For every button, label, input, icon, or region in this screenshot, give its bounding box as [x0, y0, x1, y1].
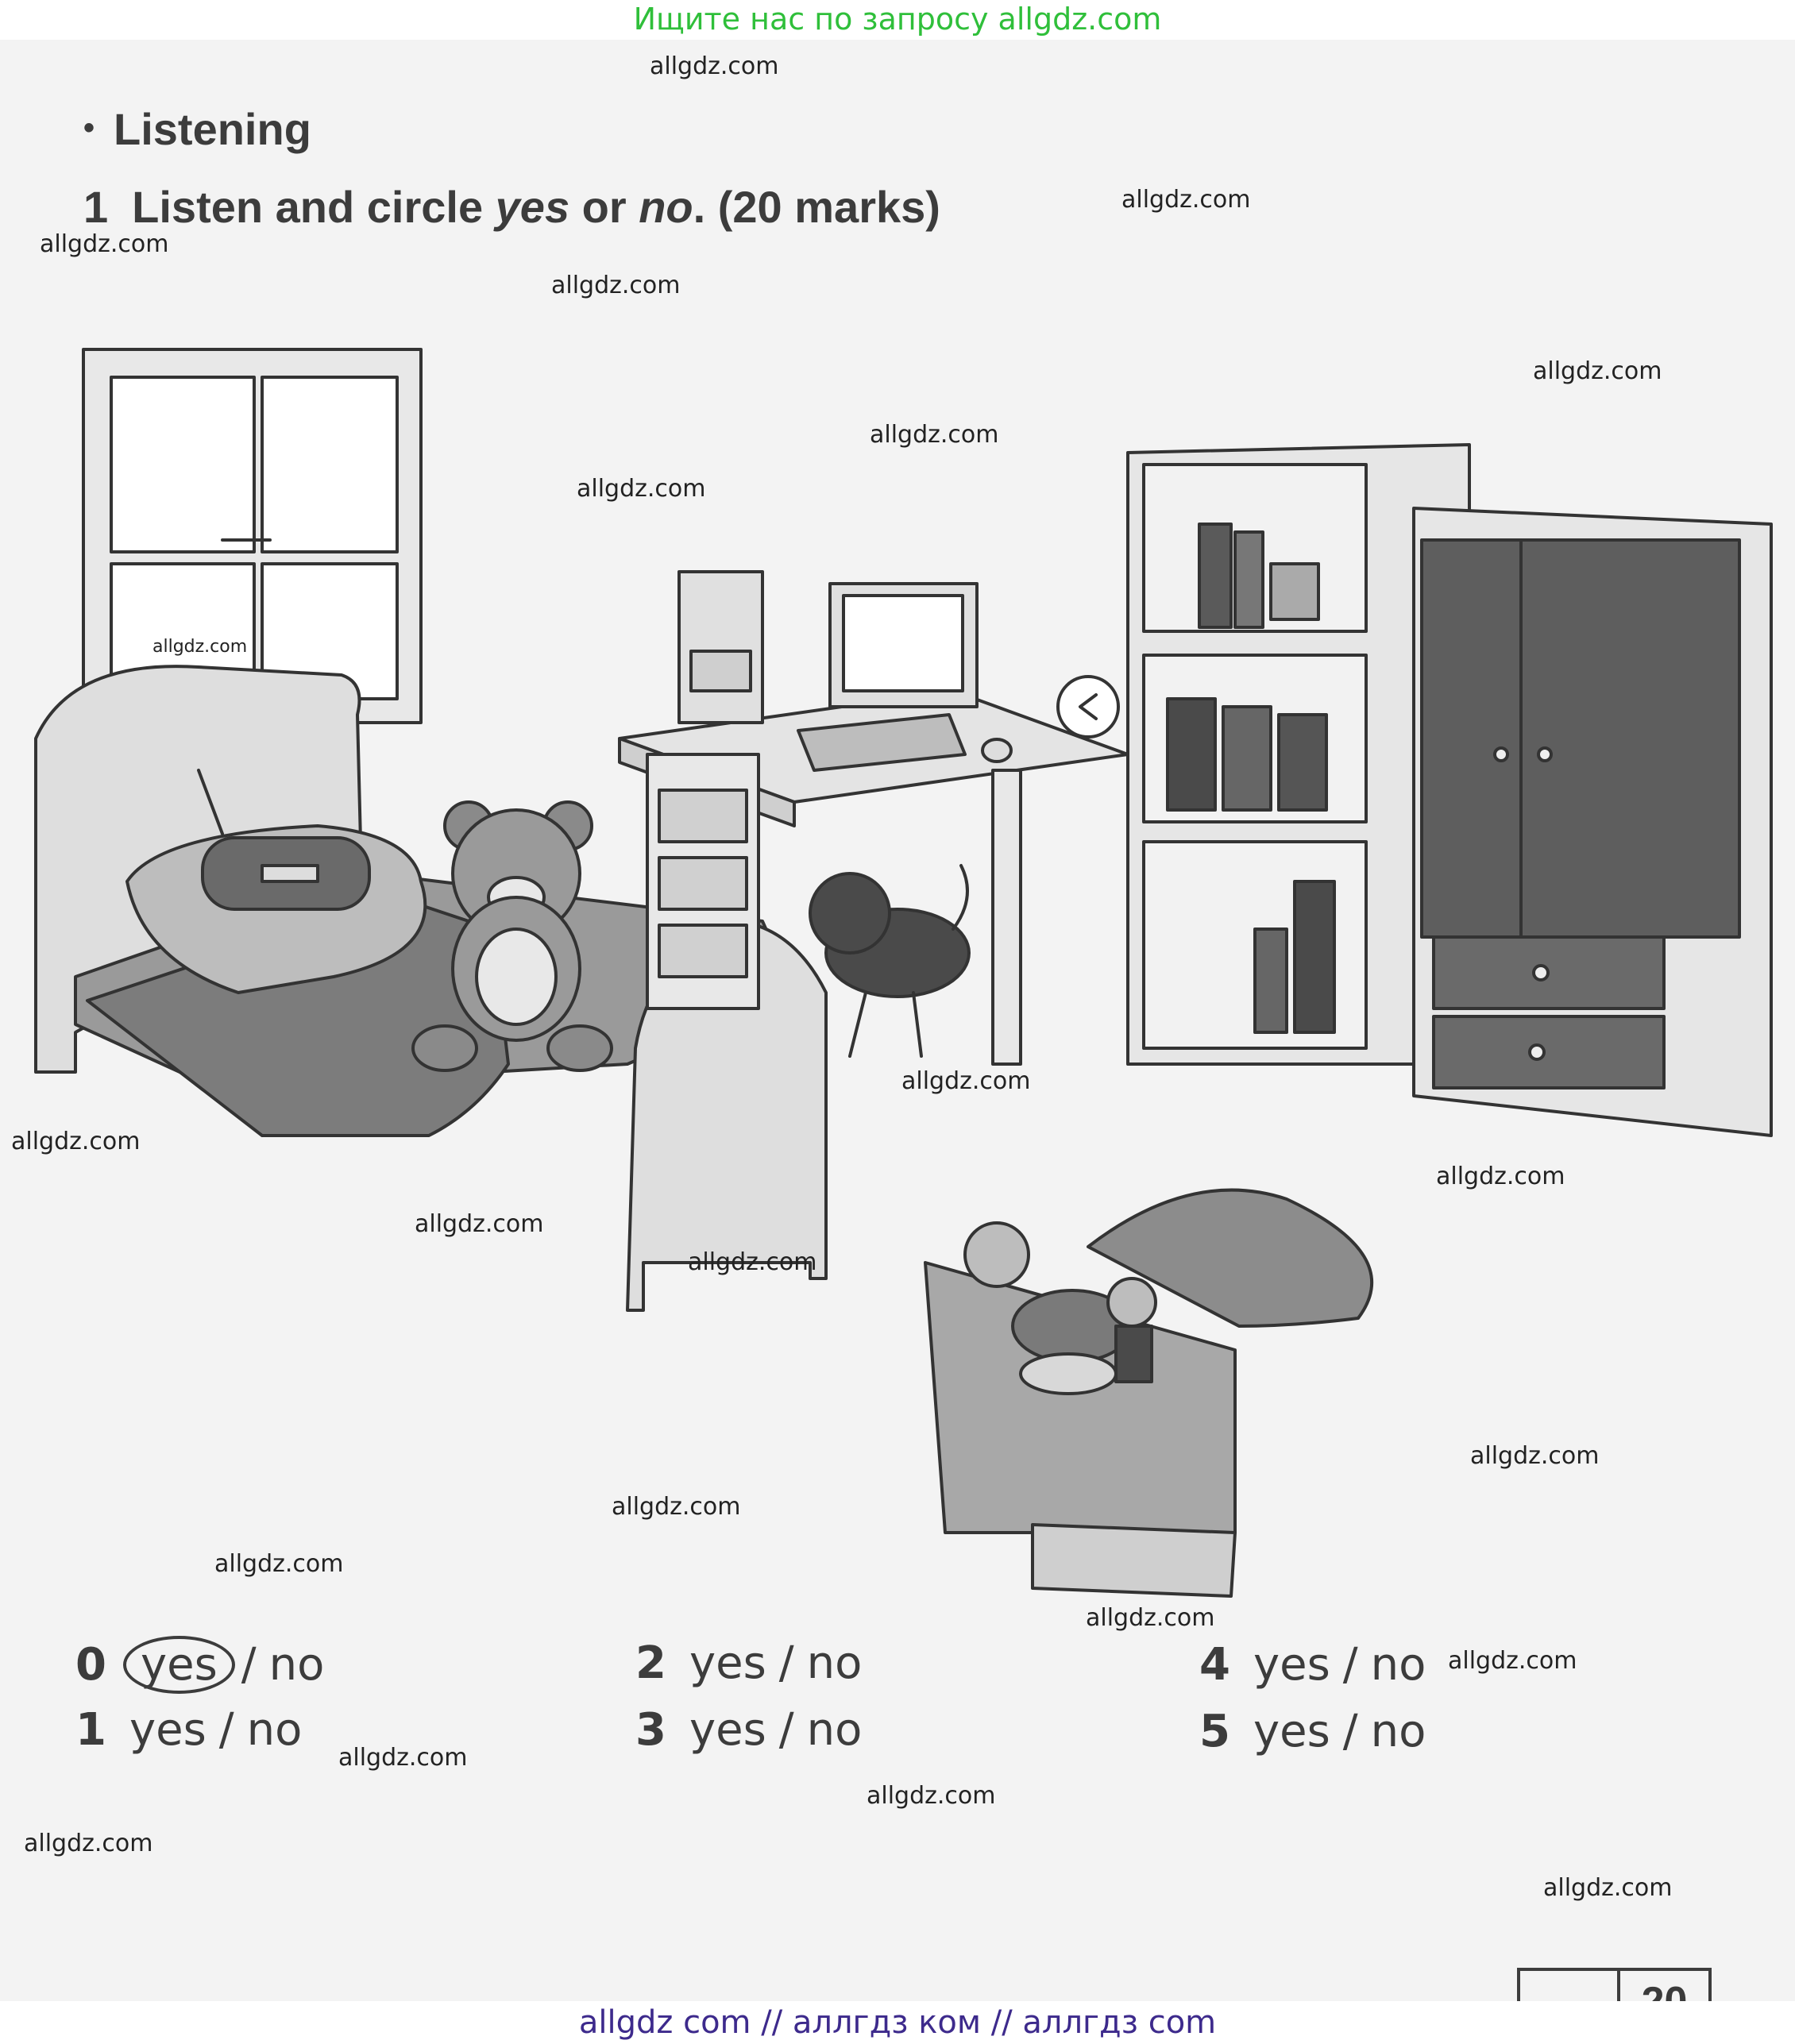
answer-separator: / — [778, 1704, 794, 1756]
watermark[interactable]: allgdz.com — [1086, 1604, 1215, 1632]
task-number: 1 — [83, 182, 109, 232]
answer-no-option[interactable]: no — [806, 1704, 863, 1756]
answer-separator: / — [218, 1704, 234, 1756]
task-text-c: . (20 marks) — [693, 182, 940, 232]
watermark[interactable]: allgdz.com — [415, 1210, 544, 1238]
watermark[interactable]: allgdz.com — [152, 637, 248, 657]
answer-item-2: 2 yes/no — [635, 1637, 868, 1689]
answer-number: 3 — [635, 1704, 666, 1756]
watermark[interactable]: allgdz.com — [11, 1128, 141, 1155]
watermark[interactable]: allgdz.com — [24, 1830, 153, 1857]
answer-item-5: 5 yes/no — [1199, 1706, 1432, 1757]
watermark[interactable]: allgdz.com — [577, 475, 706, 503]
answer-no-option[interactable]: no — [268, 1639, 325, 1691]
answer-yes-option[interactable]: yes — [1253, 1706, 1330, 1757]
watermark[interactable]: allgdz.com — [40, 230, 169, 258]
keyboard-icon — [797, 713, 967, 772]
section-title: Listening — [114, 104, 311, 154]
answer-no-option[interactable]: no — [246, 1704, 303, 1756]
watermark[interactable]: allgdz.com — [214, 1550, 344, 1578]
watermark[interactable]: allgdz.com — [1470, 1442, 1600, 1470]
bottom-banner-text[interactable]: allgdz com // аллгдз ком // аллгдз com — [578, 2004, 1217, 2041]
watermark[interactable]: allgdz.com — [1448, 1647, 1577, 1675]
watermark[interactable]: allgdz.com — [650, 52, 779, 80]
watermark[interactable]: allgdz.com — [1543, 1874, 1673, 1902]
answer-yes-option[interactable]: yes — [689, 1637, 766, 1689]
watermark[interactable]: allgdz.com — [338, 1744, 468, 1772]
task-word-yes: yes — [495, 182, 570, 232]
answer-item-4: 4 yes/no — [1199, 1639, 1432, 1691]
answer-no-option[interactable]: no — [1370, 1706, 1426, 1757]
dog-icon — [809, 864, 971, 1058]
answer-separator: / — [1342, 1706, 1358, 1757]
watermark[interactable]: allgdz.com — [688, 1248, 817, 1276]
watermark[interactable]: allgdz.com — [867, 1782, 996, 1810]
answer-yes-option[interactable]: yes — [1253, 1639, 1330, 1691]
cd-player-icon — [197, 769, 371, 911]
top-banner: Ищите нас по запросу allgdz.com — [0, 0, 1795, 40]
watermark[interactable]: allgdz.com — [551, 272, 681, 299]
alarm-clock-icon — [1056, 675, 1120, 739]
answer-number: 0 — [75, 1639, 106, 1691]
watermark[interactable]: allgdz.com — [612, 1493, 741, 1521]
answer-number: 5 — [1199, 1706, 1230, 1757]
worksheet-page: • Listening 1 Listen and circle yes or no.… — [0, 40, 1795, 2036]
monitor-icon — [828, 582, 979, 708]
answer-number: 4 — [1199, 1639, 1230, 1691]
toy-box-icon — [924, 1188, 1373, 1598]
answer-separator: / — [1342, 1639, 1358, 1691]
bookcase-icon — [1126, 443, 1471, 1066]
answer-no-option[interactable]: no — [806, 1637, 863, 1689]
answer-item-3: 3 yes/no — [635, 1704, 868, 1756]
wardrobe-icon — [1412, 507, 1773, 1137]
section-heading: • Listening — [83, 103, 311, 155]
top-banner-text[interactable]: Ищите нас по запросу allgdz.com — [633, 2, 1162, 37]
task-instruction: 1 Listen and circle yes or no. (20 marks) — [83, 181, 940, 233]
answer-no-option[interactable]: no — [1370, 1639, 1426, 1691]
watermark[interactable]: allgdz.com — [870, 421, 999, 449]
answer-yes-option[interactable]: yes — [129, 1704, 207, 1756]
task-text-b: or — [569, 182, 639, 232]
computer-tower-icon — [677, 570, 764, 724]
watermark[interactable]: allgdz.com — [901, 1067, 1031, 1095]
answer-yes-option[interactable]: yes — [123, 1636, 235, 1694]
watermark[interactable]: allgdz.com — [1533, 357, 1662, 385]
task-word-no: no — [639, 182, 693, 232]
bedroom-illustration — [34, 348, 1773, 1598]
watermark[interactable]: allgdz.com — [1121, 186, 1251, 214]
answer-separator: / — [241, 1639, 257, 1691]
bullet-icon: • — [83, 110, 95, 145]
bottom-banner: allgdz com // аллгдз ком // аллгдз com — [0, 2001, 1795, 2044]
teddy-bear-icon — [411, 800, 613, 1072]
task-text-a: Listen and circle — [132, 182, 496, 232]
answer-yes-option[interactable]: yes — [689, 1704, 766, 1756]
answer-separator: / — [778, 1637, 794, 1689]
answer-item-1: 1 yes/no — [75, 1704, 308, 1756]
window-icon — [82, 348, 423, 724]
answer-number: 1 — [75, 1704, 106, 1756]
mouse-icon — [981, 738, 1013, 763]
watermark[interactable]: allgdz.com — [1436, 1163, 1565, 1190]
answer-number: 2 — [635, 1637, 666, 1689]
answer-item-0: 0 yes/no — [75, 1636, 330, 1694]
